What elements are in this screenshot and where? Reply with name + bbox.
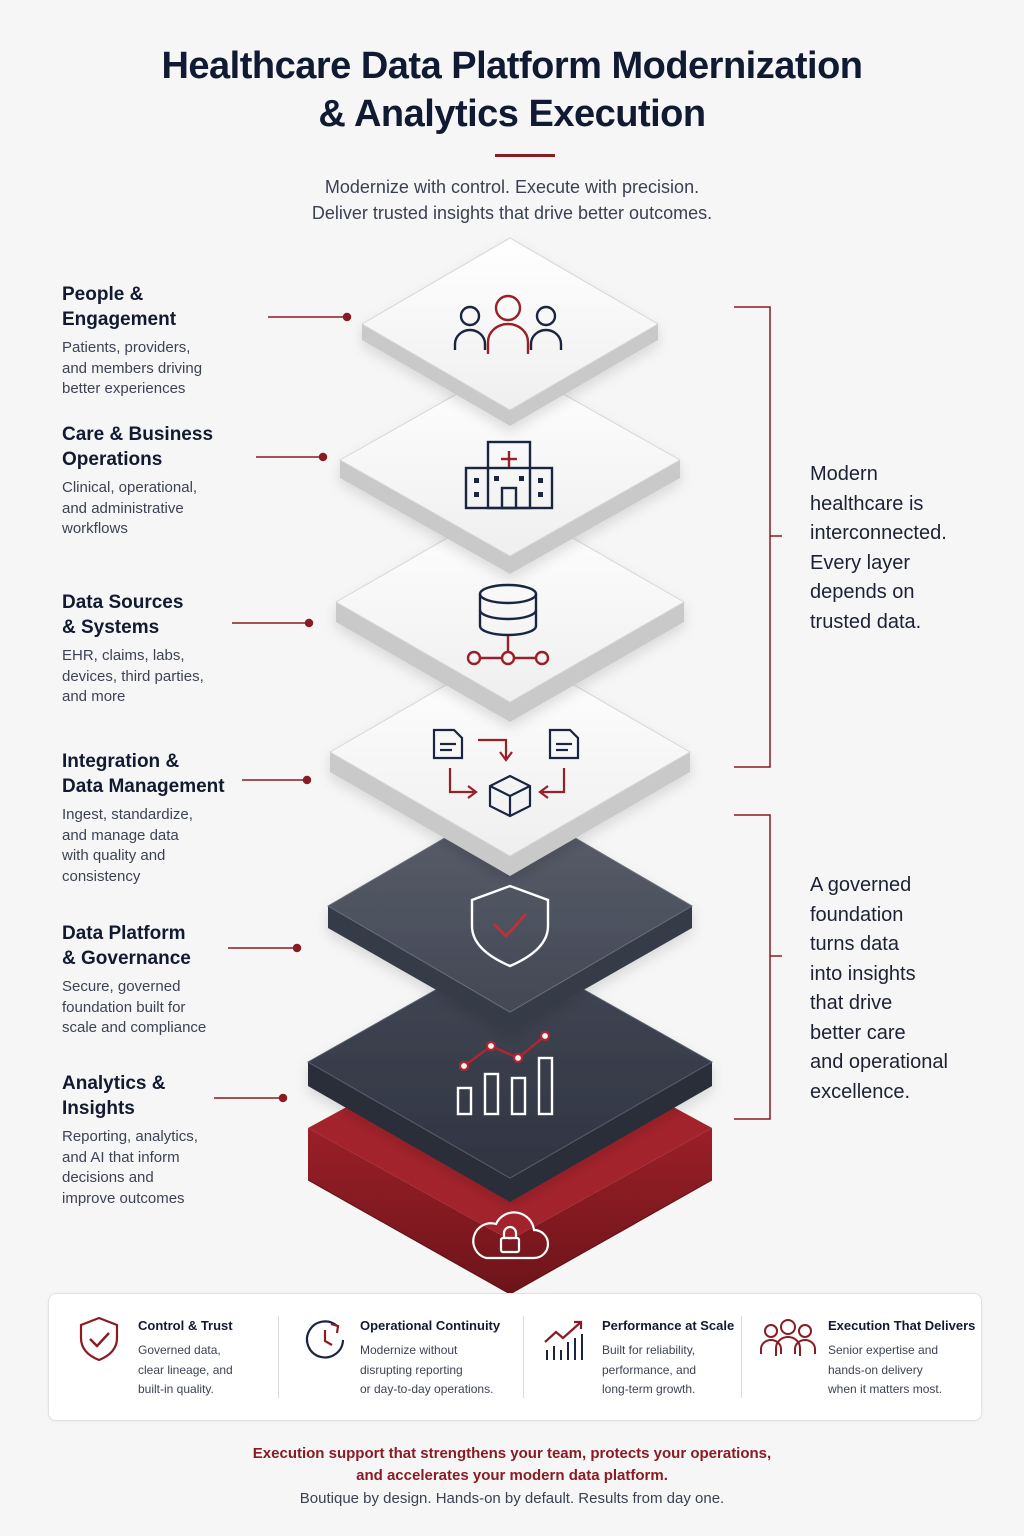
layer-people-engagement (361, 237, 659, 426)
feature-title: Operational Continuity (360, 1318, 501, 1333)
layer-title: Integration &Data Management (62, 751, 225, 797)
layer-label-people-engagement: People & Engagement Patients, providers,… (62, 282, 262, 400)
title-divider (495, 154, 555, 157)
layer-description: Clinical, operational,and administrative… (62, 479, 198, 537)
database-icon (466, 583, 550, 666)
layer-title: Data Platform& Governance (62, 923, 191, 969)
bracket-lower (734, 814, 782, 1120)
subtitle-line-2: Deliver trusted insights that drive bett… (311, 203, 713, 223)
hospital-icon (464, 440, 554, 510)
feature-panel: Control & Trust Governed data,clear line… (48, 1293, 982, 1421)
feature-title: Execution That Delivers (828, 1318, 976, 1333)
feature-performance-at-scale: Performance at Scale Built for reliabili… (541, 1294, 741, 1420)
footer-statement-line-2: and accelerates your modern data platfor… (356, 1467, 668, 1484)
layer-label-analytics-insights: Analytics &Insights Reporting, analytics… (62, 1071, 262, 1209)
layer-title: People & Engagement (62, 284, 177, 330)
cloud-lock-icon (472, 1211, 550, 1260)
layer-stack-diagram (214, 237, 782, 1295)
footer-statement-line-1: Execution support that strengthens your … (252, 1445, 772, 1462)
feature-title: Performance at Scale (602, 1318, 735, 1333)
bracket-upper (734, 306, 782, 768)
page-title-line-1: Healthcare Data Platform Modernization (161, 45, 863, 87)
footer-tagline: Boutique by design. Hands-on by default.… (299, 1490, 725, 1507)
layer-title: Data Sources& Systems (62, 592, 184, 638)
layer-title: Analytics &Insights (62, 1073, 166, 1119)
page-title-line-2: & Analytics Execution (318, 93, 706, 135)
shield-check-icon (79, 1316, 119, 1362)
feature-divider (523, 1316, 524, 1398)
feature-operational-continuity: Operational Continuity Modernize without… (299, 1294, 519, 1420)
integration-icon (432, 728, 580, 818)
feature-divider (741, 1316, 742, 1398)
feature-execution-that-delivers: Execution That Delivers Senior expertise… (757, 1294, 975, 1420)
growth-chart-icon (544, 1320, 583, 1360)
team-icon (760, 1319, 816, 1356)
feature-control-trust: Control & Trust Governed data,clear line… (73, 1294, 273, 1420)
feature-divider (278, 1316, 279, 1398)
people-icon (453, 294, 563, 354)
connector-lines-left (214, 312, 352, 1103)
clock-refresh-icon (305, 1320, 345, 1359)
subtitle-line-1: Modernize with control. Execute with pre… (324, 177, 700, 197)
analytics-chart-icon (456, 1030, 554, 1116)
layer-description: EHR, claims, labs,devices, third parties… (62, 647, 204, 705)
layer-label-data-platform-governance: Data Platform& Governance Secure, govern… (62, 921, 262, 1039)
feature-title: Control & Trust (138, 1318, 233, 1333)
shield-check-icon (470, 884, 550, 968)
layer-label-data-sources-systems: Data Sources& Systems EHR, claims, labs,… (62, 590, 262, 708)
layer-label-integration-data-management: Integration &Data Management Ingest, sta… (62, 749, 262, 887)
